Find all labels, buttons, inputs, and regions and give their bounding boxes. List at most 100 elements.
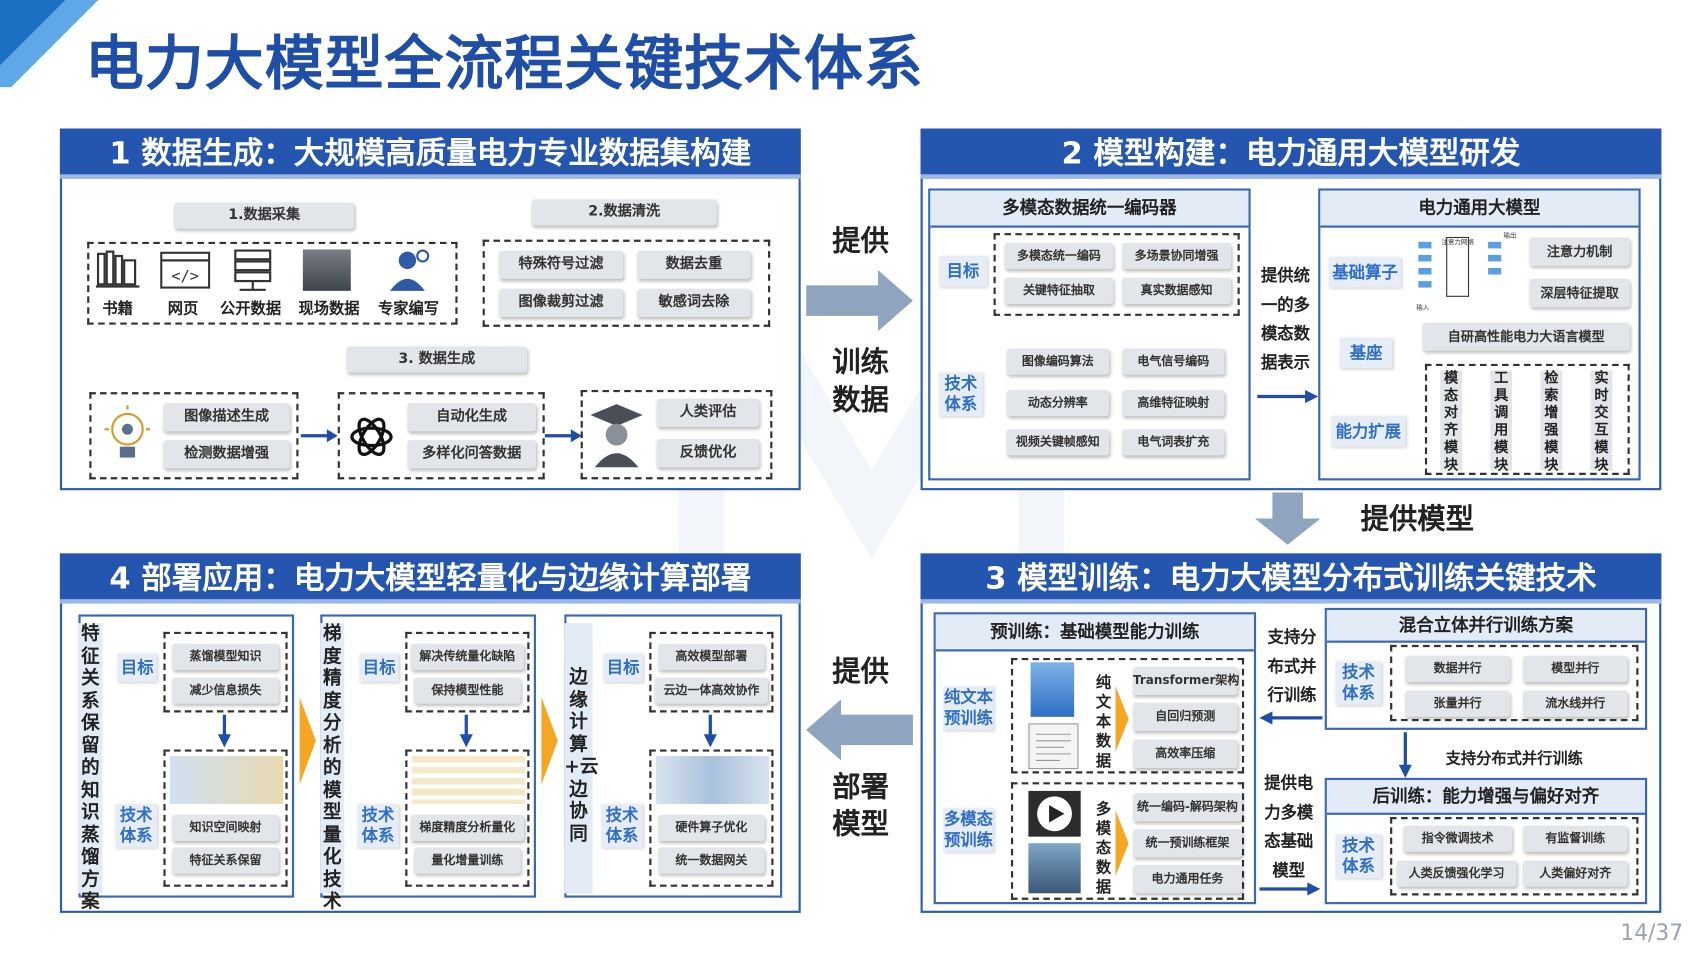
arrow-hybrid-to-pretrain	[1259, 711, 1323, 725]
flow-provide-model-label: 提供模型	[1360, 503, 1474, 536]
arrow-pretrain-to-post	[1259, 882, 1321, 896]
substation-photo-icon	[1028, 843, 1081, 894]
pretrain-mm-item-2: 统一预训练框架	[1132, 829, 1242, 858]
distill-tech-1: 知识空间映射	[172, 814, 279, 842]
gen-item-caption: 图像描述生成	[163, 403, 290, 432]
clean-item-2: 数据去重	[637, 250, 751, 279]
pretrain-title: 预训练：基础模型能力训练	[935, 614, 1254, 652]
webpage-icon: </>	[159, 249, 211, 290]
edge-tech-group	[649, 749, 774, 887]
expert-icon	[381, 246, 433, 294]
edge-tech-2: 统一数据网关	[657, 847, 765, 874]
gen-item-feedback: 反馈优化	[656, 439, 760, 468]
chatgpt-logo-icon	[343, 409, 400, 466]
flow-deploy-label-1: 部署	[832, 771, 889, 804]
pretrain-text-data: 纯文本数据	[1095, 674, 1112, 771]
hybrid-pipeline-parallel: 流水线并行	[1522, 690, 1628, 717]
pretrain-mm-item-1: 统一编码-解码架构	[1132, 793, 1242, 822]
page-title: 电力大模型全流程关键技术体系	[84, 29, 924, 99]
graduate-icon	[586, 399, 647, 469]
pretrain-mm-label: 多模态预训练	[943, 808, 994, 852]
encoder-tech-2: 电气信号编码	[1122, 348, 1225, 375]
flow-train-label-2: 数据	[832, 384, 889, 418]
collect-text-4: 现场数据	[298, 300, 360, 319]
post-preference: 人类偏好对齐	[1522, 860, 1628, 887]
gen-item-qa: 多样化问答数据	[407, 440, 536, 469]
hybrid-model-parallel: 模型并行	[1522, 655, 1628, 682]
distill-side-title: 特征关系保留的知识蒸馏方案	[78, 623, 103, 913]
hybrid-data-parallel: 数据并行	[1405, 655, 1510, 682]
edge-tech-label: 技术体系	[601, 803, 643, 848]
encoder-goal-3: 关键特征抽取	[1004, 277, 1114, 304]
operator-label: 基础算子	[1329, 257, 1401, 288]
document-icon	[1028, 723, 1079, 770]
gen-item-augment: 检测数据增强	[163, 440, 290, 469]
diagram-label-input: 输入	[1416, 302, 1430, 311]
quant-side-title: 梯度精度分析的模型量化技术	[320, 623, 345, 913]
edge-architecture-figure	[655, 756, 770, 804]
base-label: 基座	[1339, 337, 1393, 369]
orange-arrow-1	[1115, 686, 1129, 752]
general-model-title: 电力通用大模型	[1320, 190, 1639, 228]
extension-align: 模态对齐模块	[1440, 370, 1462, 474]
gen-group-3	[580, 390, 773, 480]
edge-goal-1: 高效模型部署	[657, 643, 765, 670]
pretrain-text-label: 纯文本预训练	[943, 686, 994, 730]
distill-goal-group	[163, 631, 288, 713]
pretrain-text-item-2: 自回归预测	[1132, 702, 1238, 731]
edge-goal-2: 云边一体高效协作	[654, 677, 769, 704]
edge-tech-1: 硬件算子优化	[657, 814, 765, 842]
encoder-title: 多模态数据统一编码器	[930, 190, 1249, 228]
knowledge-map-figure	[169, 756, 284, 804]
clean-item-1: 特殊符号过滤	[498, 250, 624, 279]
collect-text-3: 公开数据	[220, 300, 282, 319]
quant-tech-2: 量化增量训练	[413, 847, 521, 874]
base-model-note: 提供电力多模态基础模型	[1264, 773, 1314, 880]
arrow-hybrid-down	[1398, 732, 1412, 778]
flow-provide-label: 提供	[832, 225, 889, 259]
collect-text-5: 专家编写	[378, 300, 440, 319]
extension-realtime: 实时交互模块	[1590, 370, 1613, 474]
distill-goal-1: 蒸馏模型知识	[172, 643, 279, 670]
extension-group	[1424, 363, 1630, 475]
database-icon	[229, 247, 277, 293]
pretrain-text-item-1: Transformer架构	[1132, 666, 1239, 696]
distributed-support-label: 支持分布式并行训练	[1445, 750, 1583, 769]
clean-item-3: 图像裁剪过滤	[498, 288, 624, 318]
distill-tech-group	[163, 749, 288, 887]
extension-tool: 工具调用模块	[1490, 370, 1513, 474]
post-tech-label: 技术体系	[1335, 834, 1382, 879]
encoder-goal-label: 目标	[939, 256, 987, 287]
gen-item-eval: 人类评估	[656, 398, 760, 428]
arrow-right-1	[806, 270, 913, 332]
arrow-left-3-4	[806, 699, 913, 761]
distill-tech-2: 特征关系保留	[172, 847, 279, 874]
flow-provide2-label: 提供	[832, 655, 889, 689]
clean-label: 2.数据清洗	[531, 199, 717, 226]
quant-tech-1: 梯度精度分析量化	[410, 814, 525, 842]
quant-goal-label: 目标	[359, 653, 399, 682]
arrow-gen-1	[300, 429, 338, 443]
extension-label: 能力扩展	[1331, 416, 1406, 447]
books-icon	[94, 247, 142, 291]
collect-group	[87, 241, 458, 325]
gen-group-2	[337, 392, 545, 480]
encoder-goal-2: 多场景协同增强	[1122, 242, 1232, 270]
gen-label: 3. 数据生成	[346, 346, 528, 373]
post-supervised: 有监督训练	[1522, 825, 1628, 852]
diagram-label-output: 输出	[1503, 231, 1516, 240]
svg-text:</>: </>	[171, 267, 199, 285]
extension-retrieval: 检索增强模块	[1540, 370, 1563, 474]
section-data-generation: 1 数据生成：大规模高质量电力专业数据集构建	[59, 128, 801, 491]
post-rlhf: 人类反馈强化学习	[1396, 860, 1517, 887]
collect-label: 1.数据采集	[174, 202, 355, 229]
encoder-tech-3: 动态分辨率	[1006, 390, 1110, 417]
hybrid-group	[1390, 644, 1639, 722]
orange-arrow-2	[1115, 810, 1129, 876]
quant-goal-1: 解决传统量化缺陷	[410, 643, 525, 670]
distill-goal-label: 目标	[117, 653, 157, 682]
edge-goal-group	[649, 631, 774, 713]
encoder-tech-4: 高维特征映射	[1122, 390, 1225, 417]
post-group	[1390, 817, 1639, 896]
